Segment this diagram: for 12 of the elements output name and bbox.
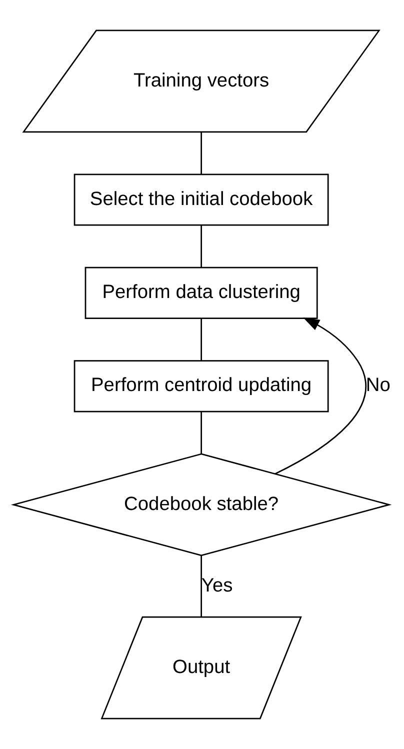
connector [200, 556, 202, 617]
arrow [274, 317, 366, 474]
edge-label: Yes [201, 575, 233, 596]
node-box: Perform data clustering [84, 266, 318, 319]
connector [200, 318, 202, 360]
connector [200, 132, 202, 174]
edge-label: No [366, 375, 390, 396]
node-box: Select the initial codebook [74, 174, 329, 226]
connector [200, 225, 202, 268]
node-box: Perform centroid updating [74, 360, 329, 412]
connector [200, 412, 202, 454]
node-diamond: Codebook stable? [10, 453, 392, 556]
